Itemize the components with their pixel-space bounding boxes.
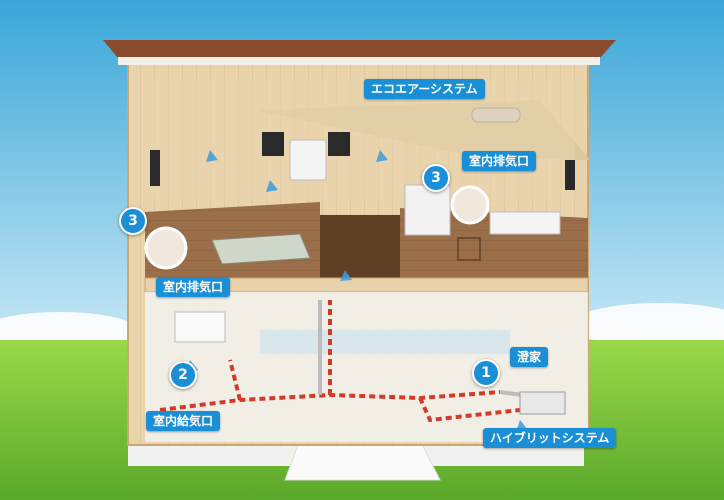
badge-supply: 2 xyxy=(169,361,197,389)
exhaust-vent-right-label: 室内排気口 xyxy=(462,151,537,171)
cloud xyxy=(570,303,724,347)
outdoor-unit-label: 澄家 xyxy=(510,347,549,367)
exhaust-vent-left xyxy=(144,226,188,270)
window xyxy=(262,132,284,156)
eco-air-system-label: エコエアーシステム xyxy=(364,79,485,99)
hybrid-unit xyxy=(519,391,566,415)
exhaust-vent-right xyxy=(450,185,490,225)
window xyxy=(565,160,575,190)
duct-lines xyxy=(159,300,521,423)
bed xyxy=(211,233,311,265)
badge-exhaust-left: 3 xyxy=(119,207,147,235)
badge-exhaust-right: 3 xyxy=(422,164,450,192)
exhaust-vent-left-label: 室内排気口 xyxy=(156,277,231,297)
floor-upper-center xyxy=(320,215,400,278)
window xyxy=(150,150,160,186)
supply-vent-label: 室内給気口 xyxy=(146,411,221,431)
hybrid-system-label: ハイブリットシステム xyxy=(483,428,617,448)
badge-hybrid: 1 xyxy=(472,359,500,387)
window xyxy=(328,132,350,156)
roof xyxy=(103,40,616,58)
